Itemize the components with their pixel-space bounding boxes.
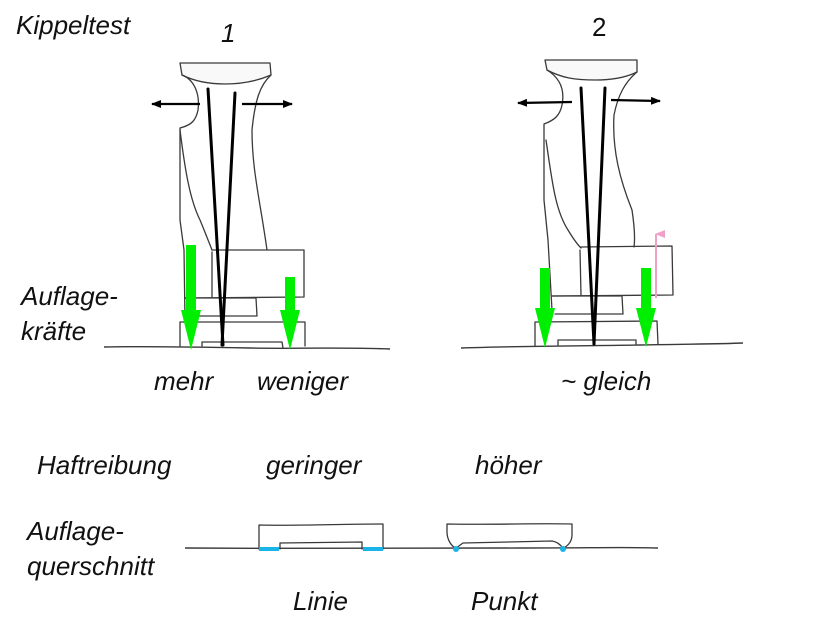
- body-right-outline-2: [613, 71, 638, 248]
- cross-section-line-contact: [258, 523, 384, 551]
- contact-point-left: [453, 546, 459, 552]
- sight-line-left-1: [206, 87, 225, 347]
- support-forces-label-line1: Auflage-: [21, 281, 118, 311]
- cross-section-point-contact: [446, 523, 573, 552]
- force-arrow-right-1: [280, 277, 300, 350]
- figure-1-number: 1: [221, 18, 236, 48]
- block-middle-2: [551, 245, 674, 297]
- body-inner-left-2: [545, 139, 582, 249]
- cross-section-label-line1: Auflage-: [27, 516, 124, 546]
- sight-line-right-1: [220, 91, 237, 347]
- tip-arrow-left-2: [517, 98, 573, 107]
- figure-1: [103, 62, 391, 350]
- cross-section-label-line2: querschnitt: [27, 551, 155, 581]
- cap-2: [544, 59, 638, 81]
- force-label-equal: ~ gleich: [561, 366, 652, 396]
- sight-line-left-2: [579, 86, 596, 346]
- diagram-title: Kippeltest: [16, 10, 131, 40]
- block-middle-divider-2: [579, 249, 582, 296]
- cap-1: [179, 62, 272, 85]
- static-friction-label: Haftreibung: [37, 450, 172, 480]
- force-label-less: weniger: [257, 366, 349, 396]
- block-base-2: [534, 320, 659, 347]
- ground-line-1: [103, 345, 391, 350]
- force-arrow-right-2: [636, 268, 656, 347]
- cross-section-line-label: Linie: [293, 586, 348, 616]
- contact-point-right: [560, 546, 566, 552]
- body-left-outline-1: [179, 74, 200, 321]
- ground-line-2: [460, 342, 744, 349]
- body-inner-left-1: [179, 129, 213, 251]
- body-right-outline-1: [251, 74, 272, 251]
- friction-higher: höher: [475, 450, 542, 480]
- tip-arrow-right-2: [610, 96, 661, 105]
- contact-line-right: [363, 547, 383, 551]
- friction-lower: geringer: [266, 450, 362, 480]
- body-left-outline-2: [543, 69, 564, 311]
- force-arrow-left-1: [181, 245, 201, 350]
- force-label-more: mehr: [154, 366, 214, 396]
- contact-line-left: [259, 547, 279, 551]
- cross-section-row: [184, 523, 659, 552]
- support-forces-label-line2: kräfte: [21, 316, 87, 346]
- base-recess-1: [201, 341, 284, 349]
- base-recess-2: [557, 339, 637, 346]
- figure-2-number: 2: [592, 12, 607, 42]
- figure-2: [460, 59, 744, 349]
- cross-section-point-label: Punkt: [471, 586, 538, 616]
- block-step-2: [551, 295, 624, 315]
- sight-line-right-2: [592, 86, 607, 346]
- force-arrow-left-2: [535, 268, 555, 348]
- cross-section-ground-line: [184, 546, 659, 549]
